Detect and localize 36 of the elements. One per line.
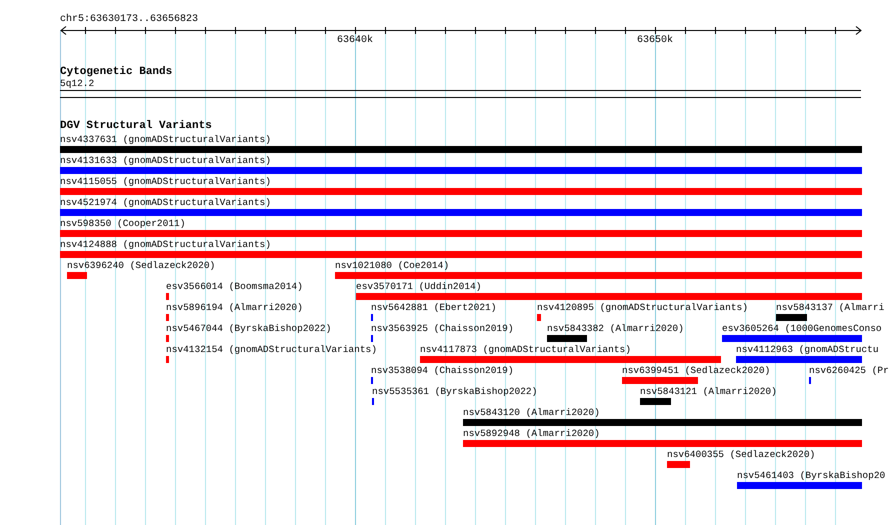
track-heading: Cytogenetic Bands xyxy=(60,67,172,78)
variant-label: nsv4337631 (gnomADStructuralVariants) xyxy=(60,134,272,145)
variant-label: nsv4112963 (gnomADStructu xyxy=(736,344,879,355)
variant-label: nsv5843121 (Almarri2020) xyxy=(640,386,777,397)
variant-label: nsv3563925 (Chaisson2019) xyxy=(371,323,514,334)
variant-label: nsv5642881 (Ebert2021) xyxy=(371,302,496,313)
variant-label: nsv4120895 (gnomADStructuralVariants) xyxy=(537,302,748,313)
variant-label: nsv1021080 (Coe2014) xyxy=(335,260,450,271)
variant-label: nsv4115055 (gnomADStructuralVariants) xyxy=(60,176,272,187)
variant-label: nsv5896194 (Almarri2020) xyxy=(166,302,303,313)
variant-label: nsv5843137 (Almarri xyxy=(776,302,884,313)
variant-label: nsv4117873 (gnomADStructuralVariants) xyxy=(420,344,632,355)
band-label: 5q12.2 xyxy=(60,78,96,89)
variant-label: nsv4124888 (gnomADStructuralVariants) xyxy=(60,239,272,250)
variant-label: nsv5467044 (ByrskaBishop2022) xyxy=(166,323,332,334)
variant-label: esv3566014 (Boomsma2014) xyxy=(166,281,303,292)
coordinate-label: chr5:63630173..63656823 xyxy=(60,14,198,25)
variant-label: nsv3538094 (Chaisson2019) xyxy=(371,365,514,376)
variant-label: nsv6396240 (Sedlazeck2020) xyxy=(67,260,216,271)
variant-label: nsv4131633 (gnomADStructuralVariants) xyxy=(60,155,272,166)
variant-label: nsv5843120 (Almarri2020) xyxy=(463,407,601,418)
variant-label: esv3605264 (1000GenomesConso xyxy=(722,323,882,334)
variant-label: nsv4132154 (gnomADStructuralVariants) xyxy=(166,344,377,355)
variant-label: nsv6399451 (Sedlazeck2020) xyxy=(622,365,770,376)
variant-label: nsv5843382 (Almarri2020) xyxy=(547,323,684,334)
variant-label: nsv6260425 (Pr xyxy=(809,365,889,376)
variant-label: nsv5892948 (Almarri2020) xyxy=(463,428,601,439)
variant-label: esv3570171 (Uddin2014) xyxy=(356,281,482,292)
track-heading: DGV Structural Variants xyxy=(60,121,212,132)
variant-label: nsv6400355 (Sedlazeck2020) xyxy=(667,449,816,460)
tick-label: 63640k xyxy=(337,35,374,46)
variant-label: nsv5535361 (ByrskaBishop2022) xyxy=(372,386,538,397)
variant-label: nsv5461403 (ByrskaBishop20 xyxy=(737,470,886,481)
variant-label: nsv598350 (Cooper2011) xyxy=(60,218,186,229)
tick-label: 63650k xyxy=(637,35,674,46)
variant-label: nsv4521974 (gnomADStructuralVariants) xyxy=(60,197,272,208)
